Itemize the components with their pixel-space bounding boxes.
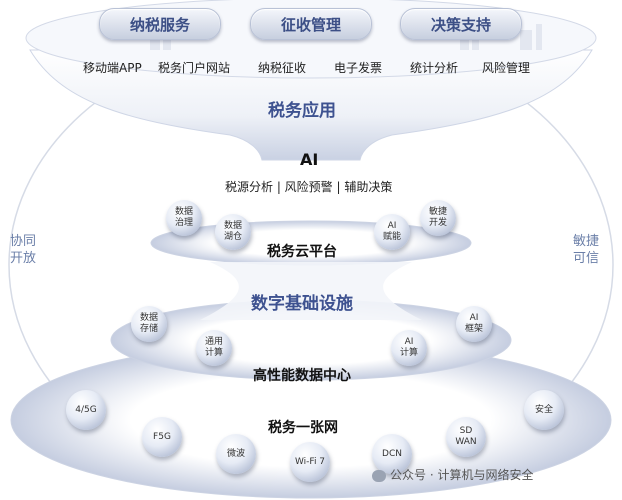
datacenter-title: 高性能数据中心 (253, 368, 351, 384)
ball-general-compute: 通用计算 (196, 330, 232, 366)
item-tax-collection: 纳税征收 (258, 61, 307, 75)
network-title: 税务一张网 (268, 420, 338, 436)
right-label-line1: 敏捷 (573, 234, 600, 249)
left-label: 协同 开放 (10, 233, 36, 267)
watermark-text: 公众号 · 计算机与网络安全 (390, 468, 534, 482)
pill-tax-service: 纳税服务 (99, 8, 221, 40)
right-label: 敏捷 可信 (573, 233, 599, 267)
item-mobile-app: 移动端APP (83, 61, 142, 75)
ball-dcn: DCN (372, 434, 412, 474)
pill-decision-support: 决策支持 (400, 8, 522, 40)
funnel-shape (200, 262, 422, 320)
ball-security: 安全 (524, 390, 564, 430)
tax-application-title: 税务应用 (268, 101, 336, 121)
ball-f5g: F5G (142, 417, 182, 457)
item-statistics: 统计分析 (410, 61, 459, 75)
left-label-line1: 协同 (10, 234, 37, 249)
digital-infrastructure-title: 数字基础设施 (251, 294, 353, 314)
ball-data-lakehouse: 数据湖仓 (215, 214, 251, 250)
ai-title: AI (300, 150, 319, 169)
pill-collection-management: 征收管理 (250, 8, 372, 40)
cloud-platform-title: 税务云平台 (267, 244, 337, 260)
item-tax-portal: 税务门户网站 (158, 61, 231, 75)
left-label-line2: 开放 (10, 251, 37, 266)
ball-data-storage: 数据存储 (131, 306, 167, 342)
ball-wifi7: Wi-Fi 7 (290, 442, 330, 482)
ball-microwave: 微波 (216, 434, 256, 474)
ai-functions: 税源分析 | 风险预警 | 辅助决策 (225, 180, 393, 194)
item-e-invoice: 电子发票 (334, 61, 383, 75)
application-funnel (29, 49, 593, 161)
right-label-line2: 可信 (573, 251, 600, 266)
item-risk-management: 风险管理 (482, 61, 531, 75)
ball-4-5g: 4/5G (66, 390, 106, 430)
watermark: 公众号 · 计算机与网络安全 (372, 466, 533, 483)
ball-agile-dev: 敏捷开发 (420, 200, 456, 236)
wechat-icon (372, 469, 386, 482)
ball-data-governance: 数据治理 (166, 200, 202, 236)
